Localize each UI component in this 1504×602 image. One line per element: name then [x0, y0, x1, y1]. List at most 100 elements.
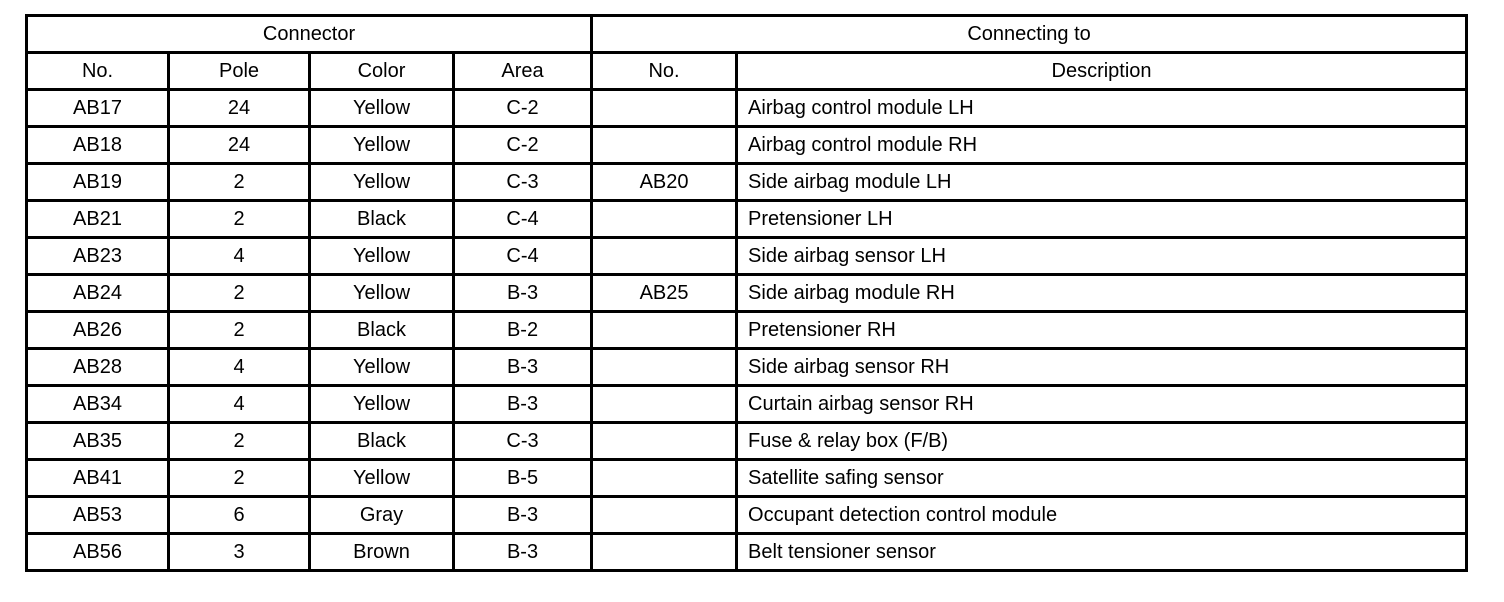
cell-connector-area: C-2 [451, 88, 594, 128]
cell-connector-color: Yellow [308, 88, 455, 128]
cell-connector-no: AB41 [25, 458, 170, 498]
cell-connector-pole: 3 [167, 532, 311, 572]
cell-connector-no: AB17 [25, 88, 170, 128]
column-header-connecting-description: Description [735, 51, 1469, 91]
cell-connector-area: B-3 [451, 495, 594, 535]
cell-connector-color: Yellow [308, 458, 455, 498]
cell-connector-no: AB19 [25, 162, 170, 202]
cell-connecting-description: Pretensioner RH [735, 310, 1469, 350]
cell-connector-no: AB53 [25, 495, 170, 535]
cell-connector-no: AB21 [25, 199, 170, 239]
cell-connector-color: Black [308, 421, 455, 461]
cell-connector-pole: 4 [167, 347, 311, 387]
header-group-connecting-to: Connecting to [590, 14, 1469, 54]
cell-connector-color: Black [308, 310, 455, 350]
cell-connecting-description: Satellite safing sensor [735, 458, 1469, 498]
cell-connecting-description: Belt tensioner sensor [735, 532, 1469, 572]
cell-connecting-description: Fuse & relay box (F/B) [735, 421, 1469, 461]
cell-connector-no: AB23 [25, 236, 170, 276]
cell-connector-area: C-4 [451, 236, 594, 276]
cell-connecting-description: Occupant detection control module [735, 495, 1469, 535]
column-header-connecting-no: No. [590, 51, 739, 91]
cell-connecting-no [590, 125, 739, 165]
cell-connector-no: AB26 [25, 310, 170, 350]
column-header-connector-color: Color [308, 51, 455, 91]
cell-connector-color: Yellow [308, 347, 455, 387]
column-header-connector-no: No. [25, 51, 170, 91]
cell-connector-pole: 2 [167, 273, 311, 313]
cell-connecting-description: Airbag control module LH [735, 88, 1469, 128]
cell-connecting-description: Pretensioner LH [735, 199, 1469, 239]
cell-connector-pole: 2 [167, 310, 311, 350]
cell-connector-no: AB34 [25, 384, 170, 424]
cell-connector-color: Brown [308, 532, 455, 572]
cell-connecting-no [590, 310, 739, 350]
cell-connector-area: B-3 [451, 384, 594, 424]
cell-connector-no: AB24 [25, 273, 170, 313]
cell-connector-no: AB35 [25, 421, 170, 461]
cell-connector-color: Yellow [308, 125, 455, 165]
cell-connecting-no [590, 199, 739, 239]
cell-connecting-description: Airbag control module RH [735, 125, 1469, 165]
cell-connector-pole: 2 [167, 162, 311, 202]
cell-connector-no: AB28 [25, 347, 170, 387]
cell-connecting-description: Side airbag sensor RH [735, 347, 1469, 387]
cell-connector-pole: 4 [167, 384, 311, 424]
cell-connector-area: B-3 [451, 532, 594, 572]
cell-connector-color: Yellow [308, 236, 455, 276]
header-group-connector: Connector [24, 14, 594, 54]
cell-connector-pole: 24 [167, 125, 311, 165]
cell-connecting-no [590, 88, 739, 128]
cell-connecting-no [590, 458, 739, 498]
cell-connecting-description: Curtain airbag sensor RH [735, 384, 1469, 424]
cell-connector-pole: 2 [167, 199, 311, 239]
cell-connector-area: B-5 [451, 458, 594, 498]
cell-connector-area: B-3 [451, 273, 594, 313]
cell-connector-pole: 24 [167, 88, 311, 128]
cell-connector-no: AB56 [25, 532, 170, 572]
cell-connector-no: AB18 [25, 125, 170, 165]
cell-connector-color: Yellow [308, 384, 455, 424]
cell-connecting-no [590, 347, 739, 387]
cell-connector-pole: 2 [167, 421, 311, 461]
cell-connector-color: Yellow [308, 273, 455, 313]
cell-connecting-description: Side airbag module RH [735, 273, 1469, 313]
cell-connector-pole: 4 [167, 236, 311, 276]
cell-connector-area: B-2 [451, 310, 594, 350]
cell-connector-color: Gray [308, 495, 455, 535]
cell-connector-area: B-3 [451, 347, 594, 387]
column-header-connector-pole: Pole [167, 51, 311, 91]
column-header-connector-area: Area [451, 51, 594, 91]
cell-connecting-no [590, 532, 739, 572]
cell-connecting-no [590, 495, 739, 535]
cell-connector-pole: 6 [167, 495, 311, 535]
cell-connector-area: C-3 [451, 162, 594, 202]
cell-connecting-no: AB25 [590, 273, 739, 313]
cell-connecting-no: AB20 [590, 162, 739, 202]
cell-connector-color: Yellow [308, 162, 455, 202]
cell-connecting-no [590, 421, 739, 461]
cell-connector-color: Black [308, 199, 455, 239]
cell-connector-area: C-3 [451, 421, 594, 461]
cell-connector-area: C-2 [451, 125, 594, 165]
cell-connector-area: C-4 [451, 199, 594, 239]
